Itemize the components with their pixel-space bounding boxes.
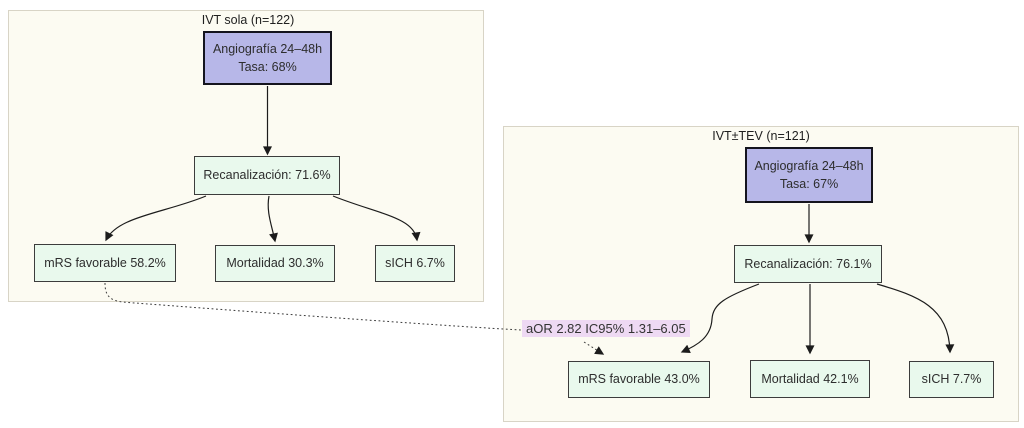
node-mortalidad-left: Mortalidad 30.3% (215, 245, 335, 282)
panel-title-ivt-tev: IVT±TEV (n=121) (712, 129, 810, 143)
node-mrs-favorable-right: mRS favorable 43.0% (568, 361, 710, 398)
node-angiografia-left-line2: Tasa: 68% (238, 60, 297, 74)
node-angiografia-left-line1: Angiografía 24–48h (212, 41, 323, 56)
panel-title-ivt-sola: IVT sola (n=122) (201, 13, 295, 27)
node-sich-right: sICH 7.7% (909, 361, 994, 398)
node-sich-left: sICH 6.7% (375, 245, 455, 282)
node-mortalidad-right: Mortalidad 42.1% (750, 360, 870, 398)
node-angiografia-right-line2: Tasa: 67% (779, 177, 839, 191)
node-angiografia-right: Angiografía 24–48h Tasa: 67% (745, 147, 873, 203)
node-angiografia-right-line1: Angiografía 24–48h (754, 158, 864, 173)
node-recanalizacion-right: Recanalización: 76.1% (734, 245, 882, 283)
aor-annotation-label: aOR 2.82 IC95% 1.31–6.05 (522, 320, 690, 337)
node-mrs-favorable-left: mRS favorable 58.2% (34, 244, 176, 282)
node-angiografia-left: Angiografía 24–48h Tasa: 68% (203, 31, 332, 85)
node-recanalizacion-left: Recanalización: 71.6% (194, 156, 340, 195)
